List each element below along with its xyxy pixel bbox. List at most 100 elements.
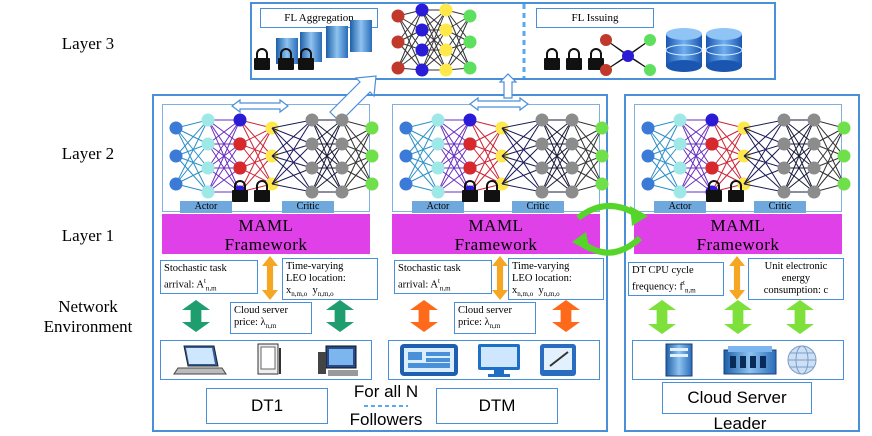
nn-node (777, 113, 791, 127)
leo-y-sub: n,m,o (317, 290, 334, 299)
maml-label-line1: MAML (238, 216, 294, 235)
nn-node (365, 177, 379, 191)
nn-node (201, 161, 215, 175)
cloud-price-sub: n,m (265, 322, 277, 331)
actor-tag-dtm: Actor (412, 201, 464, 213)
critic-tag-dtm: Critic (512, 201, 564, 213)
orange-arrow-dtm (492, 256, 508, 300)
nn-node (335, 185, 349, 199)
nn-node (807, 113, 821, 127)
interaction-cycle-icon (576, 202, 643, 256)
cloud-price-line2: price: λ (234, 317, 266, 328)
cpu-sup: t (683, 279, 685, 287)
aggregation-servers-icon (254, 20, 372, 70)
nn-node (233, 113, 247, 127)
leo-x-sub: n,m,o (517, 290, 534, 299)
database-icon (665, 28, 743, 72)
nn-node (807, 185, 821, 199)
actor-critic-network-dt1 (169, 113, 379, 199)
leo-location-box-dt1: Time-varying LEO location: xn,m,o yn,m,o (282, 258, 378, 300)
sync-arrow-dtm (469, 73, 529, 112)
fl-issuing-box: FL Issuing (536, 8, 654, 28)
actor-tag-leader: Actor (654, 201, 706, 213)
leo-line1: Time-varying (512, 261, 570, 272)
env-label-line1: Network (58, 297, 118, 316)
maml-framework-dtm: MAML Framework (392, 214, 600, 254)
nn-node (391, 61, 405, 75)
nn-node (807, 137, 821, 151)
task-arrival-sub: n,m (205, 284, 217, 293)
issuing-locks-icon (544, 48, 604, 70)
cycle-arrowhead-right (630, 206, 648, 226)
nn-node (399, 177, 413, 191)
for-all-line2: Followers (349, 410, 423, 429)
nn-node (595, 121, 609, 135)
nn-node (431, 113, 445, 127)
nn-node (391, 9, 405, 23)
nn-node (335, 161, 349, 175)
energy-line1: Unit electronic (764, 261, 828, 272)
nn-node (335, 113, 349, 127)
leo-y: y (538, 285, 544, 296)
critic-tag-dt1: Critic (282, 201, 334, 213)
task-arrival-sup: t (203, 277, 206, 285)
nn-node (837, 149, 851, 163)
lock-icons (232, 180, 744, 202)
nn-node (431, 137, 445, 151)
leo-line2: LEO location: (512, 273, 572, 284)
nn-node (463, 113, 477, 127)
nn-node (705, 113, 719, 127)
leo-x: x (512, 285, 518, 296)
maml-label-line1: MAML (710, 216, 766, 235)
nn-node (837, 177, 851, 191)
nn-node (415, 23, 429, 37)
orange-arrow-dtm-left (410, 300, 438, 332)
nn-node (535, 137, 549, 151)
fl-issuing-label: FL Issuing (571, 12, 619, 24)
cloud-price-line1: Cloud server (458, 305, 512, 316)
leo-y-sub: n,m,o (543, 290, 560, 299)
nn-node (399, 121, 413, 135)
nn-node (535, 113, 549, 127)
leo-line1: Time-varying (286, 261, 344, 272)
nn-node (777, 137, 791, 151)
energy-line2: energy (781, 273, 811, 284)
nn-node (431, 161, 445, 175)
cloud-price-box-dt1: Cloud server price: λn,m (230, 302, 312, 334)
nn-node (673, 185, 687, 199)
upload-arrow-dt1 (329, 75, 377, 123)
cloud-server-box: Cloud Server (662, 382, 812, 414)
server-tower-icon (665, 343, 693, 377)
nn-node (535, 161, 549, 175)
nn-node (415, 3, 429, 17)
nn-node (305, 161, 319, 175)
task-arrival-line1: Stochastic task (164, 263, 227, 274)
maml-label-line2: Framework (696, 235, 780, 254)
orange-arrow-dt1 (262, 256, 278, 300)
nn-node (595, 177, 609, 191)
task-arrival-box-dt1: Stochastic task arrival: Atn,m (160, 260, 258, 294)
cloud-price-line1: Cloud server (234, 305, 288, 316)
maml-label-line2: Framework (454, 235, 538, 254)
dtm-box: DTM (436, 388, 558, 424)
task-arrival-line2: arrival: A (164, 279, 204, 291)
layer1-label: Layer 1 (61, 226, 115, 245)
dt1-label: DT1 (250, 396, 284, 415)
nn-node (305, 185, 319, 199)
nn-node (777, 161, 791, 175)
cpu-sub: n,m (684, 286, 696, 295)
cloud-price-box-dtm: Cloud server price: λn,m (454, 302, 536, 334)
nn-node (565, 185, 579, 199)
nn-node (305, 113, 319, 127)
nn-node (201, 113, 215, 127)
nn-node (169, 121, 183, 135)
nn-node (201, 185, 215, 199)
maml-framework-dt1: MAML Framework (162, 214, 370, 254)
maml-label-line2: Framework (224, 235, 308, 254)
sync-arrow-dt1 (231, 98, 289, 114)
task-arrival-line2: arrival: A (398, 279, 438, 291)
nn-node (641, 177, 655, 191)
nn-node (201, 137, 215, 151)
leo-x-sub: n,m,o (291, 290, 308, 299)
